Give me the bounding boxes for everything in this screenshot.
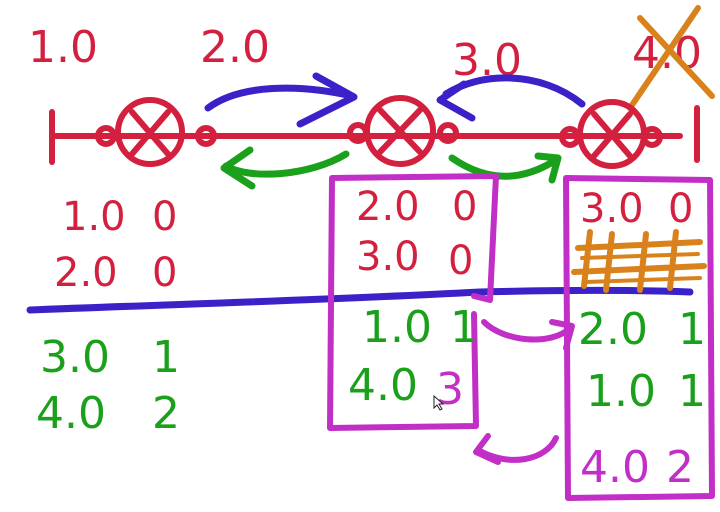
router-3-table-box — [563, 175, 715, 501]
router-1-learned-hops-2: 2 — [152, 388, 180, 439]
table-divider-line — [26, 287, 694, 314]
update-arrow-3-to-2 — [436, 74, 586, 122]
router-3-direct-hops-1: 0 — [668, 186, 693, 232]
mouse-cursor-icon — [433, 394, 445, 411]
router-2-direct-hops-1: 0 — [452, 184, 477, 230]
router-3-learned-net-3: 4.0 — [580, 442, 650, 493]
router-1-direct-net-1: 1.0 — [62, 194, 126, 240]
network-label-1: 1.0 — [28, 22, 98, 73]
router-2-learned-hops-1: 1 — [450, 302, 478, 353]
router-3-learned-net-2: 1.0 — [586, 366, 656, 417]
router-2-direct-net-2: 3.0 — [356, 234, 420, 280]
router-3-learned-hops-3: 2 — [666, 442, 694, 493]
router-1-learned-net-1: 3.0 — [40, 332, 110, 383]
reply-arrow-2-to-3 — [448, 152, 562, 184]
router-3-learned-net-1: 2.0 — [578, 304, 648, 355]
transfer-arrow-to-router-2 — [473, 433, 559, 465]
update-arrow-1-to-2 — [204, 72, 358, 128]
router-3-direct-net-1: 3.0 — [580, 186, 644, 232]
router-1-icon — [95, 97, 217, 167]
router-1-learned-net-2: 4.0 — [36, 388, 106, 439]
router-1-direct-hops-2: 0 — [152, 250, 177, 296]
router-2-learned-net-2: 4.0 — [348, 360, 418, 411]
crossed-out-network-4-mark — [627, 5, 715, 111]
router-1-direct-hops-1: 0 — [152, 194, 177, 240]
transfer-arrow-to-router-3 — [481, 319, 575, 351]
router-3-learned-hops-2: 1 — [678, 366, 706, 417]
router-2-icon — [347, 95, 459, 167]
router-3-icon — [559, 99, 663, 169]
router-2-direct-hops-2: 0 — [448, 238, 473, 284]
router-3-scribbled-entry — [571, 229, 707, 293]
network-label-2: 2.0 — [200, 22, 270, 73]
router-2-direct-net-1: 2.0 — [356, 184, 420, 230]
router-2-table-box — [327, 173, 499, 431]
router-1-learned-hops-1: 1 — [152, 332, 180, 383]
router-2-learned-net-1: 1.0 — [362, 302, 432, 353]
router-1-direct-net-2: 2.0 — [54, 250, 118, 296]
reply-arrow-2-to-1 — [220, 146, 350, 190]
router-3-learned-hops-1: 1 — [678, 304, 706, 355]
